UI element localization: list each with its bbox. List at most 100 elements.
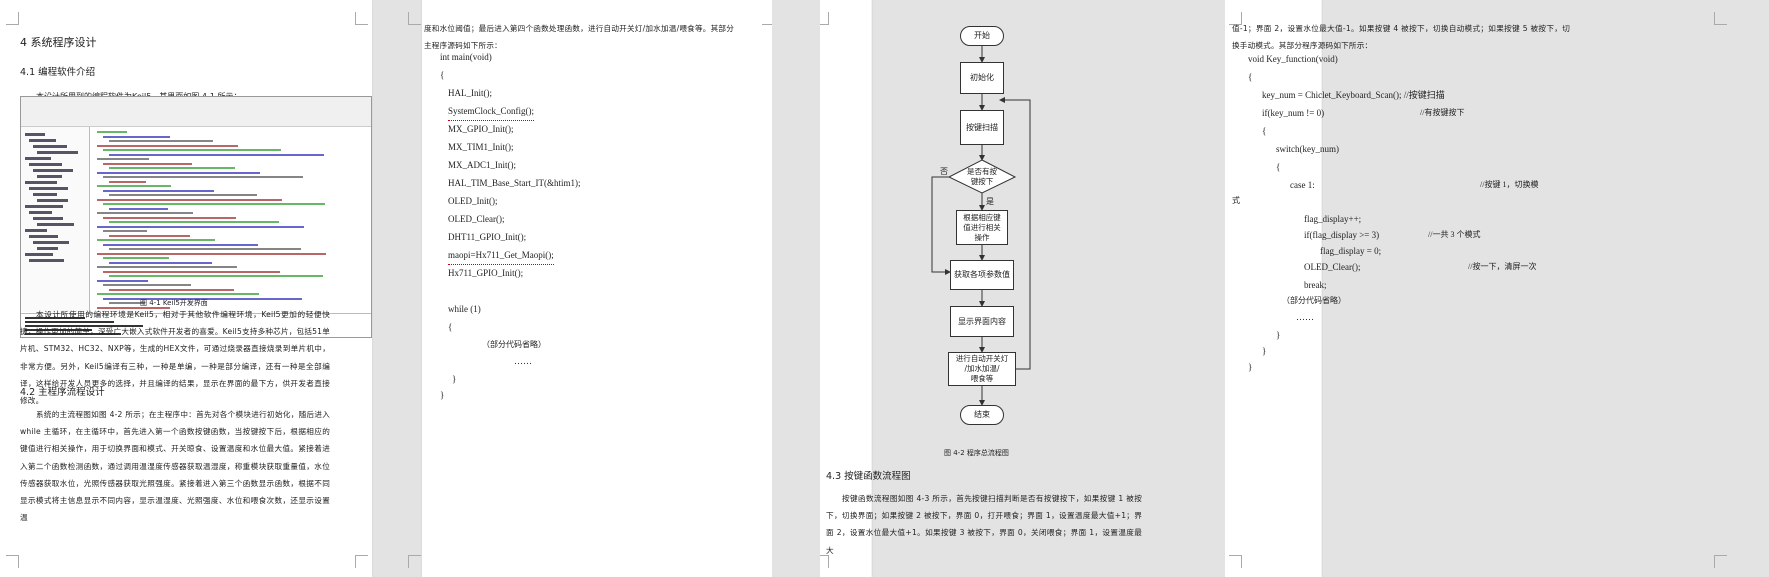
flowchart-decision: 是否有按 键按下 — [967, 167, 997, 186]
ide-code-line — [103, 216, 236, 219]
document-page-4: 值-1；界面 2，设置水位最大值-1。如果按键 4 被按下，切换自动模式；如果按… — [1232, 0, 1769, 577]
ide-code-line — [97, 225, 304, 228]
ide-code-line — [103, 149, 281, 151]
flowchart-yes-label: 是 — [986, 197, 994, 206]
paragraph: 本设计所使用的编程环境是Keil5，相对于其他软件编程环境，Keil5更加的轻便… — [20, 310, 330, 406]
crop-mark — [1714, 12, 1727, 25]
flowchart-end: 结束 — [960, 405, 1004, 425]
ide-tree-item — [33, 241, 69, 244]
crop-mark — [6, 12, 19, 25]
ide-tree-item — [33, 169, 73, 172]
ide-code-line — [103, 176, 303, 178]
code-line: OLED_Clear(); — [448, 214, 505, 224]
ide-project-tree — [21, 127, 90, 312]
code-line: void Key_function(void) — [1248, 54, 1338, 64]
flowchart-key-action: 根据相应键 值进行相关 操作 — [956, 210, 1008, 245]
ide-build-output — [21, 313, 371, 337]
ide-code-line — [103, 162, 192, 165]
code-line: } — [1262, 346, 1267, 356]
ide-code-line — [109, 275, 323, 277]
code-comment: 式 — [1232, 196, 1240, 205]
crop-mark — [1714, 555, 1727, 568]
ide-code-line — [97, 252, 326, 255]
flowchart-key-scan: 按键扫描 — [960, 110, 1004, 145]
ide-code-line — [97, 239, 215, 241]
ide-code-line — [103, 135, 170, 138]
ide-tree-item — [29, 163, 62, 166]
paragraph: 值-1；界面 2，设置水位最大值-1。如果按键 4 被按下，切换自动模式；如果按… — [1232, 24, 1570, 51]
code-comment: //按键 1，切换模 — [1480, 180, 1539, 189]
paragraph: 系统的主流程图如图 4-2 所示；在主程序中：首先对各个模块进行初始化，随后进入… — [20, 410, 330, 523]
ide-tree-item — [33, 145, 67, 148]
code-line: switch(key_num) — [1276, 144, 1339, 154]
ide-code-line — [97, 158, 149, 160]
ide-code-line — [109, 221, 279, 223]
code-line: flag_display++; — [1304, 214, 1362, 224]
crop-mark — [408, 555, 421, 568]
code-line: case 1: — [1290, 180, 1315, 190]
code-line: } — [1276, 330, 1281, 340]
flowchart-decision-shape — [947, 159, 1017, 194]
ide-code-line — [97, 198, 282, 201]
section-title: 4.1 编程软件介绍 — [20, 67, 96, 78]
crop-mark — [355, 555, 368, 568]
ide-code-line — [109, 248, 301, 250]
crop-mark — [816, 12, 829, 25]
code-line: （部分代码省略） — [482, 340, 546, 349]
code-comment: //一共 3 个模式 — [1428, 230, 1481, 239]
code-line: if(key_num != 0) — [1262, 108, 1325, 118]
ide-output-line — [25, 333, 121, 335]
ide-code-line — [103, 203, 325, 205]
ide-toolbar — [21, 116, 371, 127]
figure-caption: 图 4-1 Keil5开发界面 — [140, 299, 208, 307]
code-line: MX_GPIO_Init(); — [448, 124, 514, 134]
code-comment: //有按键按下 — [1420, 108, 1465, 117]
ide-code-line — [103, 230, 147, 232]
code-line: maopi=Hx711_Get_Maopi(); — [448, 246, 554, 265]
ide-code-line — [109, 207, 168, 210]
flowchart-no-label: 否 — [940, 167, 948, 176]
ide-code-line — [97, 131, 127, 133]
ide-code-line — [109, 153, 324, 156]
ide-code-line — [97, 144, 238, 147]
ide-tree-item — [29, 235, 58, 238]
ide-tree-item — [25, 229, 47, 232]
ide-output-line — [25, 329, 92, 331]
ide-tree-item — [25, 157, 51, 160]
ide-code-line — [103, 270, 280, 273]
page-3-margin — [820, 0, 872, 577]
code-line: …… — [1296, 312, 1314, 322]
ide-tree-item — [25, 253, 53, 256]
flowchart-display: 显示界面内容 — [950, 306, 1014, 337]
code-line: while (1) — [448, 304, 481, 314]
ide-code-line — [97, 185, 171, 187]
paragraph: 度和水位阈值；最后进入第四个函数处理函数，进行自动开关灯/加水加温/喂食等。其部… — [424, 24, 734, 51]
crop-mark — [1229, 12, 1242, 25]
ide-code-line — [109, 302, 145, 304]
crop-mark — [408, 12, 421, 25]
keil-ide-screenshot — [20, 96, 372, 338]
ide-tree-item — [29, 211, 52, 214]
code-line: if(flag_display >= 3) — [1304, 230, 1380, 240]
flowchart-auto-control: 进行自动开关灯 /加水加温/ 喂食等 — [948, 352, 1016, 386]
ide-code-line — [97, 293, 259, 295]
flowchart-start: 开始 — [960, 26, 1004, 46]
code-line: MX_TIM1_Init(); — [448, 142, 514, 152]
flowchart-init: 初始化 — [960, 62, 1004, 94]
crop-mark — [355, 12, 368, 25]
code-line: HAL_TIM_Base_Start_IT(&htim1); — [448, 178, 581, 188]
ide-code-line — [103, 189, 214, 192]
code-line: { — [440, 70, 445, 80]
page-gap — [1172, 0, 1225, 577]
paragraph: 按键函数流程图如图 4-3 所示，首先按键扫描判断是否有按键按下，如果按键 1 … — [826, 494, 1142, 555]
ide-code-line — [97, 279, 148, 282]
crop-mark — [816, 555, 829, 568]
ide-code-line — [97, 171, 260, 174]
ide-output-line — [25, 321, 114, 323]
ide-code-line — [97, 212, 193, 214]
ide-tree-item — [37, 175, 62, 178]
document-page-3: 开始 初始化 按键扫描 是否有按 键按下 否 是 根据相应键 值进行相关 操作 … — [826, 0, 1322, 577]
ide-code-line — [109, 180, 146, 183]
code-line: flag_display = 0; — [1320, 246, 1382, 256]
ide-tree-item — [29, 259, 64, 262]
